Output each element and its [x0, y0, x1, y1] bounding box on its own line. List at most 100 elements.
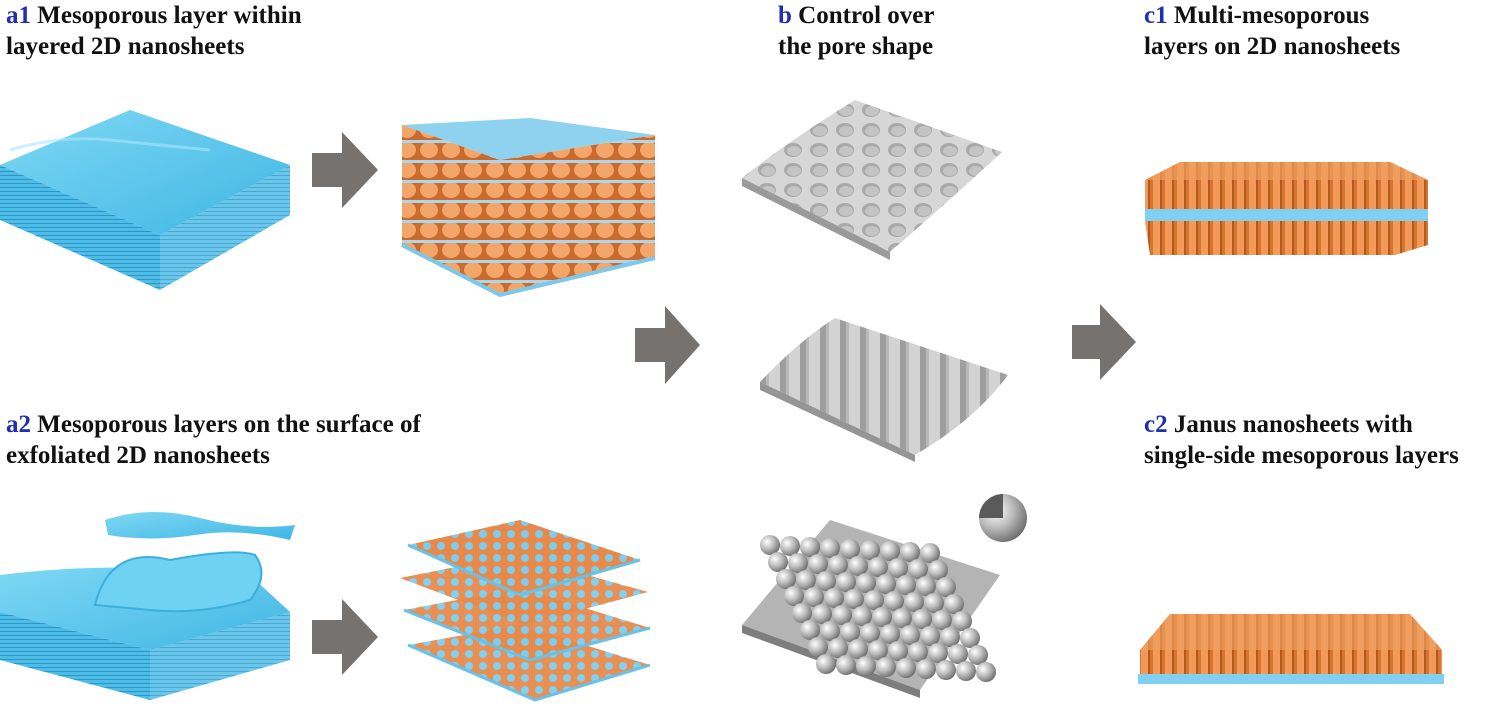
sphere-particle	[876, 574, 896, 594]
panel-a1-label: a1 Mesoporous layer within layered 2D na…	[6, 0, 302, 62]
sphere-particle	[840, 539, 860, 559]
sphere-particle	[924, 593, 944, 613]
sphere-particle	[808, 554, 828, 574]
b-channel-groove-surface	[760, 318, 1008, 462]
sphere-particle	[828, 638, 848, 658]
sphere-particle	[848, 556, 868, 576]
panel-c2-line1: Janus nanosheets with	[1173, 411, 1413, 438]
sphere-particle	[788, 553, 808, 573]
sphere-particle	[940, 627, 960, 647]
sphere-particle	[920, 626, 940, 646]
panel-b-key: b	[778, 2, 792, 29]
sphere-particle	[796, 570, 816, 590]
sphere-particle	[968, 645, 988, 665]
sphere-particle	[904, 592, 924, 612]
panel-b-line2: the pore shape	[778, 33, 934, 60]
sphere-particle	[780, 536, 800, 556]
panel-a1-line1: Mesoporous layer within	[37, 2, 302, 29]
panel-a2-line1: Mesoporous layers on the surface of	[37, 411, 421, 438]
sphere-particle	[908, 642, 928, 662]
arrow-icon	[312, 599, 378, 675]
sphere-particle	[868, 557, 888, 577]
sphere-particle	[916, 576, 936, 596]
sphere-particle	[900, 625, 920, 645]
arrow-icon	[312, 132, 378, 208]
sphere-particle	[956, 661, 976, 681]
sphere-particle	[900, 542, 920, 562]
panel-a2-line2: exfoliated 2D nanosheets	[6, 442, 270, 469]
sphere-particle	[800, 537, 820, 557]
sphere-particle	[896, 575, 916, 595]
sphere-particle	[784, 586, 804, 606]
sphere-particle	[824, 588, 844, 608]
sphere-particle	[860, 623, 880, 643]
sphere-particle	[976, 662, 996, 682]
sphere-particle	[928, 560, 948, 580]
panel-b-line1: Control over	[798, 2, 935, 29]
sphere-particle	[888, 641, 908, 661]
panel-c2-label: c2 Janus nanosheets with single-side mes…	[1144, 409, 1459, 471]
sphere-particle	[864, 590, 884, 610]
panel-c1-label: c1 Multi-mesoporous layers on 2D nanoshe…	[1144, 0, 1400, 62]
sphere-particle	[800, 620, 820, 640]
sphere-particle	[832, 605, 852, 625]
panel-a2-label: a2 Mesoporous layers on the surface of e…	[6, 409, 421, 471]
arrow-icon	[1072, 304, 1136, 380]
a1-mesoporous-layered-block	[401, 118, 656, 298]
sphere-particle	[860, 540, 880, 560]
sphere-particle	[768, 552, 788, 572]
sphere-particle	[908, 559, 928, 579]
c1-multi-mesoporous-block	[1145, 162, 1428, 255]
sphere-particle	[816, 571, 836, 591]
panel-c1-line1: Multi-mesoporous	[1173, 2, 1370, 29]
sphere-particle	[816, 654, 836, 674]
sphere-particle	[856, 573, 876, 593]
panel-b-label: b Control over the pore shape	[778, 0, 934, 62]
sphere-particle	[884, 591, 904, 611]
panel-a1-line2: layered 2D nanosheets	[6, 33, 245, 60]
sphere-particle	[792, 603, 812, 623]
sphere-particle	[840, 622, 860, 642]
sphere-particle	[880, 624, 900, 644]
sphere-particle	[916, 659, 936, 679]
panel-c2-line2: single-side mesoporous layers	[1144, 442, 1459, 469]
sphere-particle	[848, 639, 868, 659]
sphere-particle	[868, 640, 888, 660]
sphere-particle	[896, 658, 916, 678]
sphere-particle	[776, 569, 796, 589]
b-sphere-array-surface	[742, 494, 1027, 698]
sphere-particle	[804, 587, 824, 607]
sphere-particle	[812, 604, 832, 624]
sphere-particle	[948, 644, 968, 664]
sphere-particle	[920, 543, 940, 563]
sphere-particle	[856, 656, 876, 676]
sphere-particle	[892, 608, 912, 628]
sphere-particle	[912, 609, 932, 629]
sphere-particle	[820, 538, 840, 558]
sphere-particle	[808, 637, 828, 657]
sphere-particle	[932, 610, 952, 630]
a2-mesoporous-sheet-stack	[400, 520, 651, 702]
sphere-particle	[760, 535, 780, 555]
sphere-particle	[836, 655, 856, 675]
a1-layered-nanosheet-block	[0, 110, 290, 290]
sphere-particle	[872, 607, 892, 627]
sphere-particle	[828, 555, 848, 575]
sphere-particle	[960, 628, 980, 648]
sphere-particle	[936, 660, 956, 680]
sphere-particle	[880, 541, 900, 561]
b-spherical-dimple-surface	[742, 100, 1002, 260]
a2-exfoliated-nanosheets	[0, 511, 295, 700]
sphere-particle	[952, 611, 972, 631]
panel-c2-key: c2	[1144, 411, 1168, 438]
sphere-particle	[928, 643, 948, 663]
arrow-icon	[635, 306, 700, 384]
panel-c1-line2: layers on 2D nanosheets	[1144, 33, 1401, 60]
sphere-particle	[944, 594, 964, 614]
sphere-particle	[876, 657, 896, 677]
sphere-particle	[888, 558, 908, 578]
sphere-particle	[820, 621, 840, 641]
panel-a2-key: a2	[6, 411, 31, 438]
panel-a1-key: a1	[6, 2, 31, 29]
